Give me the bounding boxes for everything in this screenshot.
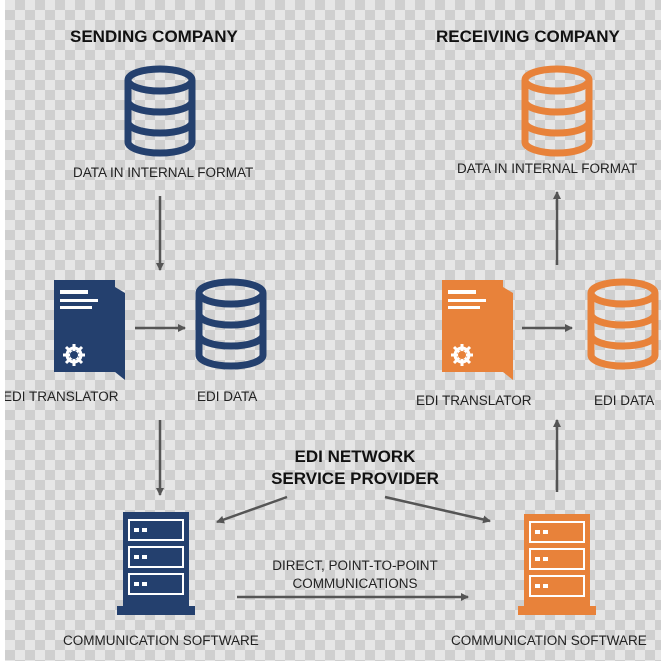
arrow-provider-to-receiving [384, 495, 491, 524]
direct-communications-label: DIRECT, POINT-TO-POINT COMMUNICATIONS [255, 557, 455, 592]
sending-company-title: SENDING COMPANY [70, 27, 238, 46]
sending-comm-software-label: COMMUNICATION SOFTWARE [63, 633, 259, 648]
receiving-translator-server-icon [442, 280, 513, 380]
diagram-canvas [54, 65, 659, 615]
sending-edi-data-label: EDI DATA [197, 389, 258, 404]
sending-comm-server-icon [117, 512, 195, 615]
receiving-translator-label: EDI TRANSLATOR [416, 393, 532, 408]
arrow-provider-to-sending [216, 495, 288, 524]
provider-line1: EDI NETWORK [294, 447, 416, 466]
sending-translator-label: EDI TRANSLATOR [5, 389, 119, 404]
direct-line2: COMMUNICATIONS [292, 575, 418, 591]
sending-translator-server-icon [54, 280, 125, 380]
sending-data-internal-label: DATA IN INTERNAL FORMAT [73, 165, 254, 180]
sending-database-icon [124, 65, 196, 157]
receiving-comm-server-icon [518, 514, 596, 615]
provider-line2: SERVICE PROVIDER [271, 469, 439, 489]
receiving-edi-database-icon [587, 278, 659, 370]
receiving-data-internal-label: DATA IN INTERNAL FORMAT [457, 161, 638, 176]
edi-diagram: SENDING COMPANY RECEIVING COMPANY DATA I… [5, 0, 661, 661]
provider-title: EDI NETWORK SERVICE PROVIDER [250, 446, 460, 490]
receiving-comm-software-label: COMMUNICATION SOFTWARE [451, 633, 647, 648]
receiving-database-icon [521, 65, 593, 157]
direct-line1: DIRECT, POINT-TO-POINT [272, 558, 438, 573]
receiving-edi-data-label: EDI DATA [594, 393, 655, 408]
sending-edi-database-icon [195, 278, 267, 370]
receiving-company-title: RECEIVING COMPANY [436, 27, 620, 46]
